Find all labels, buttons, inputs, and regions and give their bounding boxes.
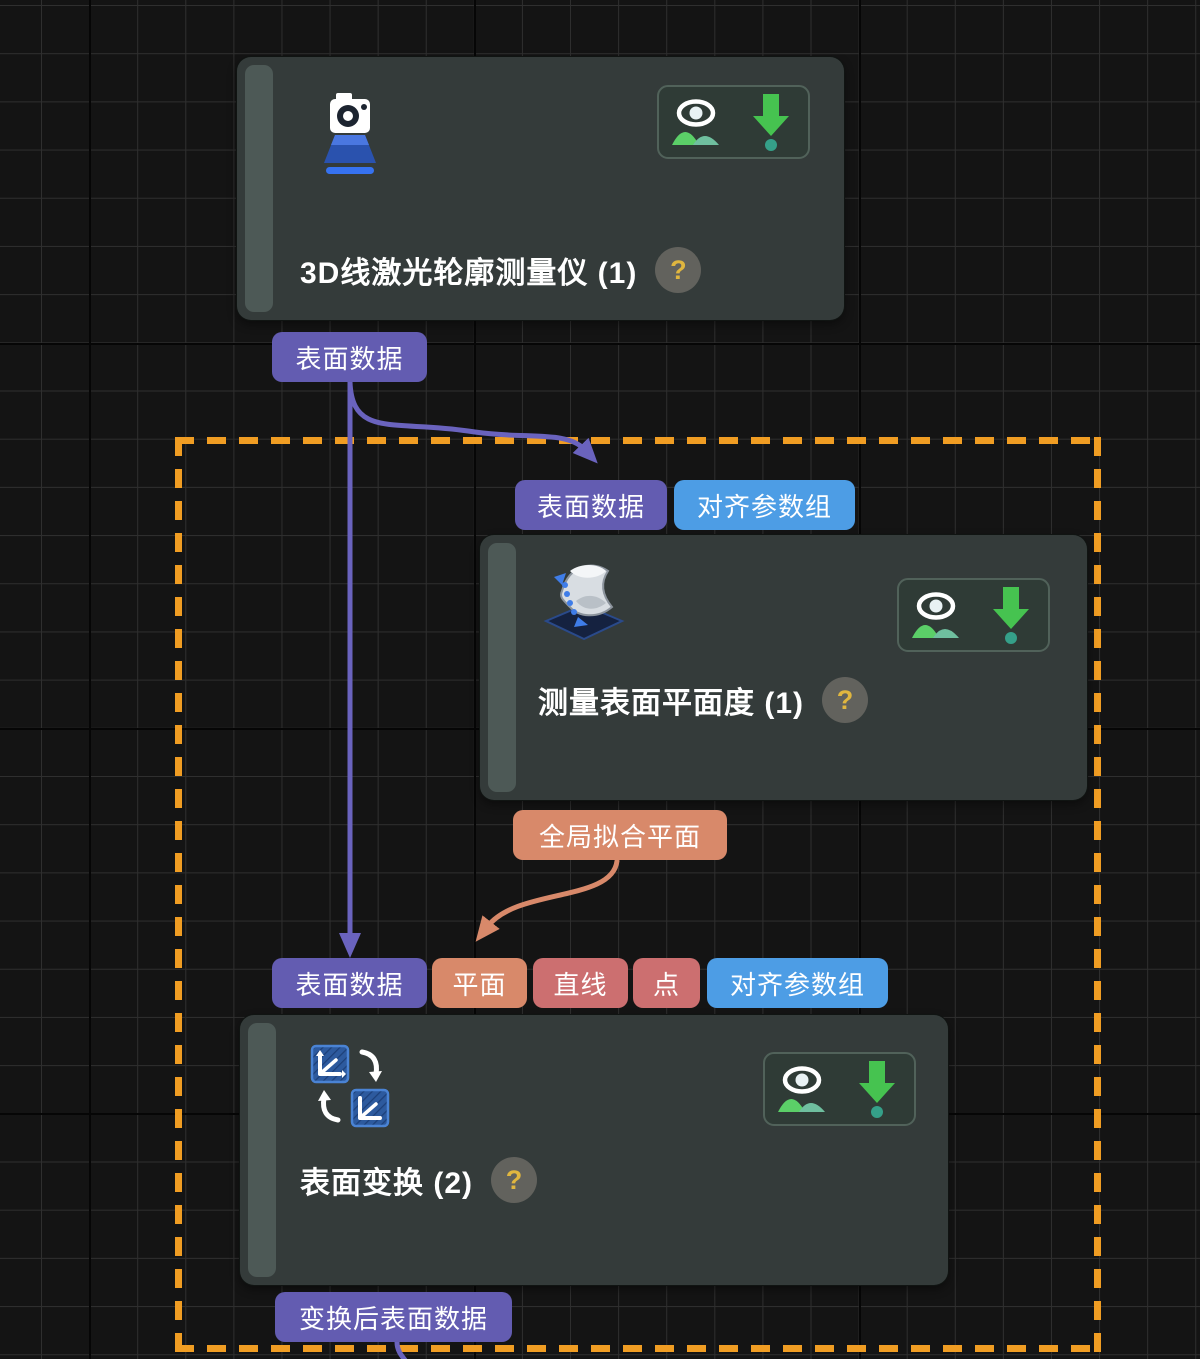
port-node2-output-global-fitted-plane[interactable]: 全局拟合平面 — [513, 810, 727, 860]
node-title: 3D线激光轮廓测量仪 (1) — [300, 257, 638, 290]
port-node2-input-surface-data[interactable]: 表面数据 — [515, 480, 667, 530]
connector-surface-data-to-flatness[interactable] — [347, 379, 598, 464]
help-button[interactable]: ? — [491, 1157, 537, 1203]
group-box-border-top — [175, 437, 1101, 444]
port-node3-input-point[interactable]: 点 — [633, 958, 700, 1008]
eye-preview-icon — [672, 99, 720, 145]
download-output-icon — [752, 94, 789, 151]
port-node3-input-align-params[interactable]: 对齐参数组 — [707, 958, 888, 1008]
port-node1-output-surface-data[interactable]: 表面数据 — [272, 332, 427, 382]
help-button[interactable]: ? — [822, 677, 868, 723]
node-title: 测量表面平面度 (1) — [538, 687, 804, 720]
group-box-border-right — [1094, 437, 1101, 1359]
output-download-button[interactable] — [983, 584, 1039, 646]
node-actions — [897, 578, 1050, 652]
camera-3d-profiler-icon — [324, 93, 376, 174]
group-box-border-bottom — [175, 1345, 1101, 1352]
node-measure-surface-flatness[interactable]: 测量表面平面度 (1) ? — [480, 535, 1087, 800]
node-accent-bar — [248, 1023, 276, 1277]
output-download-button[interactable] — [743, 91, 799, 153]
connector-transformed-surface-out[interactable] — [394, 1339, 408, 1359]
port-node3-input-surface-data[interactable]: 表面数据 — [272, 958, 427, 1008]
port-node2-input-align-params[interactable]: 对齐参数组 — [674, 480, 855, 530]
group-box-border-left — [175, 437, 182, 1359]
node-accent-bar — [488, 543, 516, 792]
port-node3-input-line[interactable]: 直线 — [533, 958, 628, 1008]
connector-fitted-plane-to-transform[interactable] — [475, 858, 620, 942]
node-accent-bar — [245, 65, 273, 312]
surface-flatness-icon — [543, 564, 625, 641]
surface-transform-icon — [310, 1044, 390, 1128]
preview-toggle-button[interactable] — [908, 584, 964, 646]
preview-toggle-button[interactable] — [774, 1058, 830, 1120]
preview-toggle-button[interactable] — [668, 91, 724, 153]
help-button[interactable]: ? — [655, 247, 702, 293]
node-actions — [657, 85, 810, 159]
node-actions — [763, 1052, 916, 1126]
output-download-button[interactable] — [849, 1058, 905, 1120]
download-output-icon — [992, 587, 1029, 644]
node-3d-laser-profiler[interactable]: 3D线激光轮廓测量仪 (1) ? — [237, 57, 844, 320]
download-output-icon — [858, 1061, 895, 1118]
eye-preview-icon — [778, 1066, 826, 1112]
node-surface-transform[interactable]: 表面变换 (2) ? — [240, 1015, 948, 1285]
port-node3-output-transformed-surface-data[interactable]: 变换后表面数据 — [275, 1292, 512, 1342]
port-node3-input-plane[interactable]: 平面 — [432, 958, 527, 1008]
node-title: 表面变换 (2) — [300, 1167, 473, 1200]
eye-preview-icon — [912, 592, 960, 638]
